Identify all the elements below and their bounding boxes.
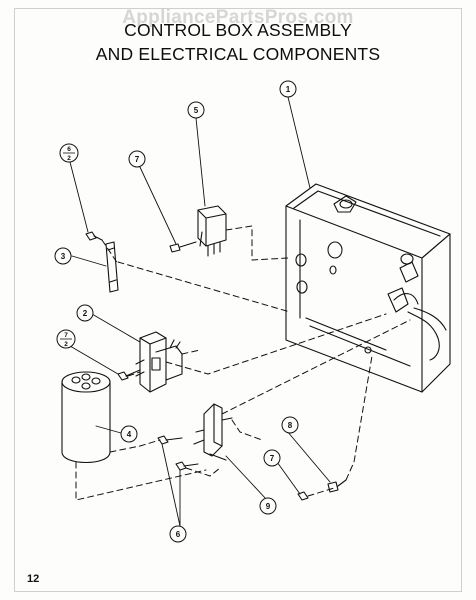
callout-label-7-2-top: 7 bbox=[64, 332, 68, 339]
callout-circle-6-lower bbox=[169, 525, 187, 543]
page-title-line-2: AND ELECTRICAL COMPONENTS bbox=[95, 44, 381, 64]
callout-circle-7-lower bbox=[263, 449, 281, 467]
callout-circle-5 bbox=[187, 101, 205, 119]
callout-label-4: 4 bbox=[127, 430, 132, 439]
page-number: 12 bbox=[27, 573, 40, 585]
callout-circle-3 bbox=[54, 247, 72, 265]
capacitor-bracket bbox=[193, 403, 233, 461]
callout-label-8: 8 bbox=[288, 421, 293, 430]
callout-label-6-lower: 6 bbox=[176, 530, 181, 539]
callout-label-5: 5 bbox=[194, 106, 199, 115]
callout-label-2: 2 bbox=[83, 309, 88, 318]
watermark: AppliancePartsPros.com bbox=[122, 7, 354, 28]
callout-circle-4 bbox=[120, 425, 138, 443]
callout-label-7-top: 7 bbox=[135, 155, 140, 164]
capacitor bbox=[61, 371, 111, 463]
control-box bbox=[285, 183, 451, 393]
assembly-lines bbox=[75, 225, 411, 501]
callout-circle-1 bbox=[279, 80, 297, 98]
screw-7-top bbox=[169, 241, 197, 253]
callout-label-3: 3 bbox=[61, 252, 66, 261]
relay-component bbox=[197, 205, 227, 257]
callout-label-7-lower: 7 bbox=[270, 454, 275, 463]
contactor bbox=[135, 331, 183, 393]
callout-label-6-2-top: 6 bbox=[67, 146, 71, 153]
screw-bracket-upper bbox=[157, 435, 183, 445]
nut-8 bbox=[327, 479, 347, 493]
callout-label-7-2-bottom: 2 bbox=[64, 341, 68, 348]
callout-label-1: 1 bbox=[286, 85, 291, 94]
leader-lines bbox=[69, 96, 331, 527]
callout-circle-9 bbox=[259, 497, 277, 515]
callout-label-6-2-bottom: 2 bbox=[67, 155, 71, 162]
screw-contactor bbox=[117, 369, 141, 381]
page-border bbox=[14, 8, 462, 592]
callout-circle-2 bbox=[76, 304, 94, 322]
callout-label-9: 9 bbox=[266, 502, 271, 511]
screw-upper-left bbox=[85, 231, 103, 241]
screw-7-lower bbox=[297, 491, 309, 501]
callout-circle-8 bbox=[281, 416, 299, 434]
page-title-line-1: CONTROL BOX ASSEMBLY bbox=[124, 20, 352, 40]
callout-circle-7-top bbox=[128, 150, 146, 168]
